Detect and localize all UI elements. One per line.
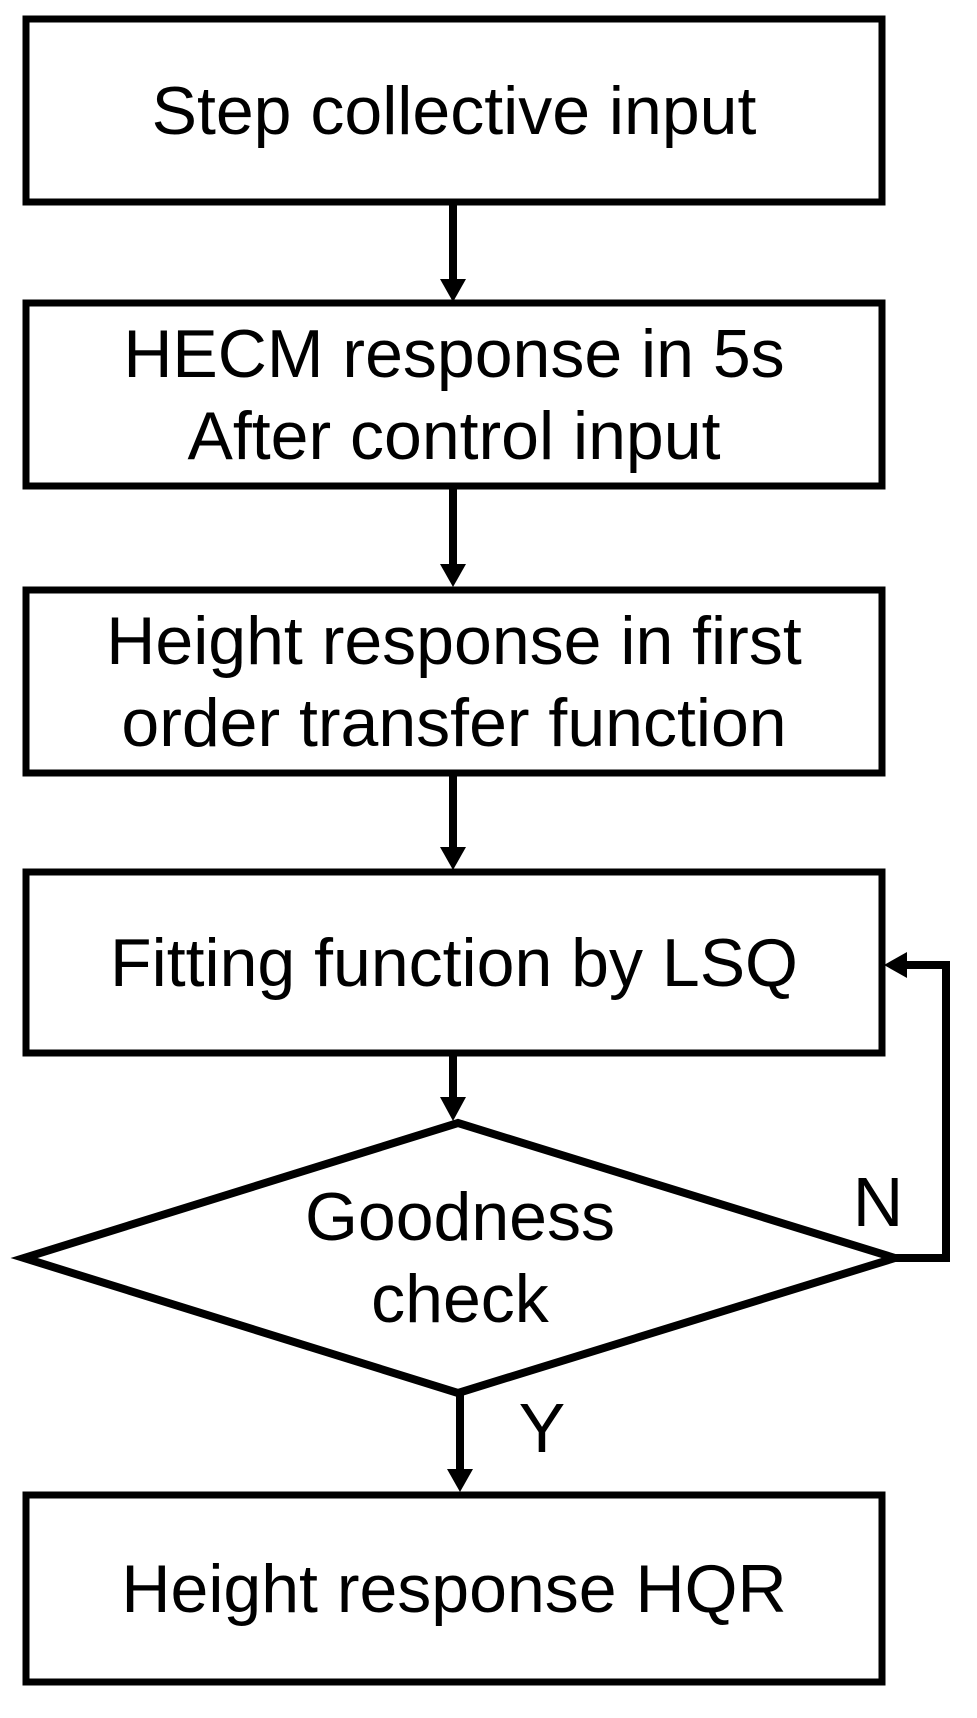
edge-label-no: N	[852, 1163, 904, 1241]
node-height-response-hqr-outline	[22, 1491, 886, 1686]
node-goodness-check: Goodness check	[160, 1130, 760, 1386]
edge-label-yes: Y	[518, 1389, 566, 1467]
node-hecm-response-outline	[22, 299, 886, 490]
edge-fitting-to-goodness-arrowhead-icon	[440, 1097, 466, 1121]
edge-step-to-hecm-arrowhead-icon	[440, 279, 466, 302]
node-step-collective-input-outline	[22, 15, 886, 206]
node-fitting-function-lsq-outline	[22, 868, 886, 1057]
node-fitting-function-lsq: Fitting function by LSQ	[26, 872, 882, 1053]
node-label-line: HECM response in 5s	[123, 315, 785, 392]
node-label-line: Height response in first	[106, 602, 802, 679]
node-hecm-response: HECM response in 5s After control input	[26, 303, 882, 486]
edge-height-to-fitting-arrowhead-icon	[440, 847, 466, 870]
node-height-response-hqr: Height response HQR	[26, 1495, 882, 1682]
edge-hecm-to-height-arrowhead-icon	[440, 564, 466, 587]
node-label-line: Goodness	[305, 1179, 615, 1255]
node-label-line: check	[371, 1261, 549, 1337]
node-label-line: After control input	[187, 397, 721, 474]
edge-goodness-no-arrowhead-icon	[884, 952, 907, 978]
node-label-line: order transfer function	[121, 684, 787, 761]
edge-goodness-yes-arrowhead-icon	[447, 1469, 473, 1492]
node-label-line: Step collective input	[151, 72, 757, 149]
node-label-line: Height response HQR	[121, 1550, 787, 1627]
node-step-collective-input: Step collective input	[26, 19, 882, 202]
node-height-response-first-order: Height response in first order transfer …	[26, 590, 882, 773]
node-label-line: Fitting function by LSQ	[110, 924, 798, 1001]
edge-goodness-no-feedback-line	[893, 961, 950, 1262]
